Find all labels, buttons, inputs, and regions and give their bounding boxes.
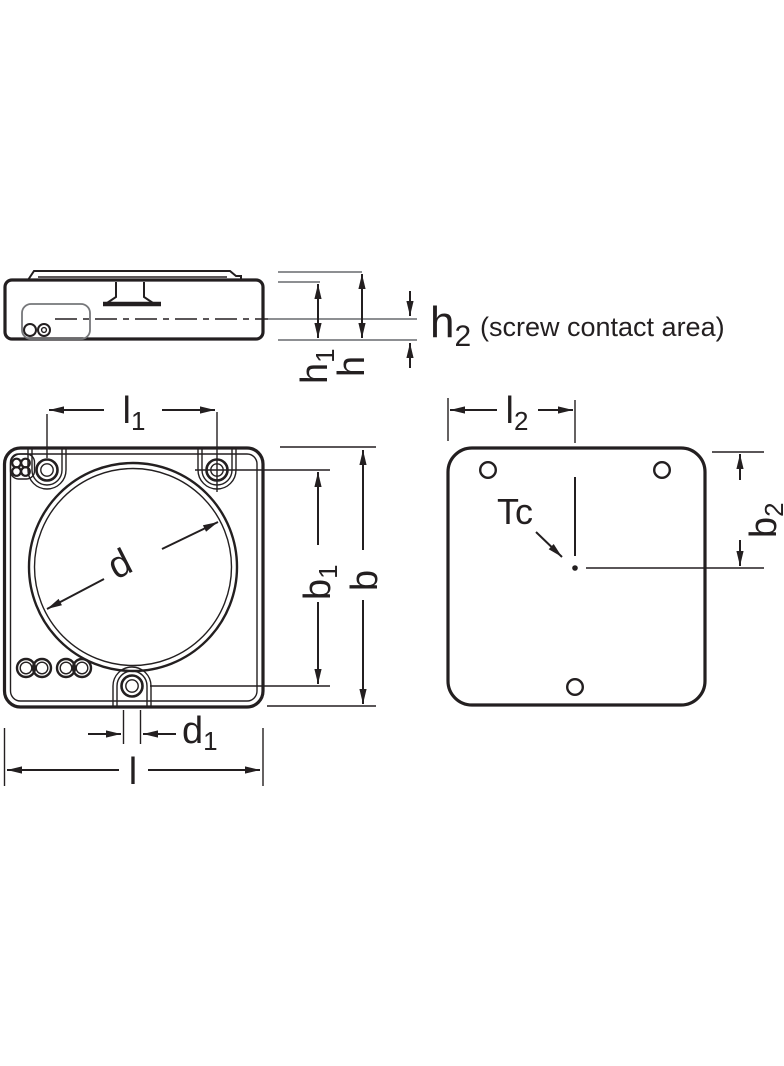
dim-note-h2: (screw contact area) [480,312,725,342]
back-view: l2 Tc b2 [446,390,784,707]
wire-hole-icon [23,323,37,337]
front-view: d l1 b1 b [2,390,386,793]
dim-l2: l2 [447,390,576,443]
dim-label-d1: d1 [182,710,218,756]
side-view: h1 h h2 (screw contact area) [3,270,725,384]
housing-front-outline [2,446,265,709]
housing-front-inner-wall [9,453,258,702]
dim-l: l [3,728,264,793]
dim-b1: b1 [150,469,343,687]
dim-b2: b2 [712,451,784,566]
lamp-opening-outer [27,461,239,673]
housing-body-side [3,278,265,341]
wire-hole-icon [37,323,51,337]
vent-slots [15,657,93,679]
dim-label-d: d [101,541,139,588]
dim-label-l2: l2 [506,390,529,436]
dim-label-l: l [129,751,137,793]
dim-b: b [267,446,386,707]
tc-label: Tc [497,491,533,532]
dim-h: h [331,274,373,377]
dim-h2: h2 (screw contact area) [406,291,725,368]
tc-point-callout: Tc [497,477,764,571]
dim-label-h2: h2 [430,298,471,353]
dim-label-h: h [331,356,373,377]
dim-label-b: b [344,570,386,591]
dim-d: d [46,521,219,610]
knockout-cluster [9,453,36,480]
housing-back-outline [446,446,707,707]
dim-h1: h1 [294,284,340,384]
dim-label-b2: b2 [743,502,784,538]
dim-label-h1: h1 [294,348,340,384]
mounting-clip [103,282,161,307]
tc-point [572,565,578,571]
lamp-opening-inner [33,467,233,667]
wire-hole-center [40,326,48,334]
housing-lid-outline [27,270,242,281]
dim-d1: d1 [88,710,218,756]
dim-label-l1: l1 [123,390,146,436]
back-screw-holes [479,461,672,697]
terminal-block [21,303,91,340]
dim-label-b1: b1 [297,564,343,600]
dim-l1: l1 [46,390,218,492]
